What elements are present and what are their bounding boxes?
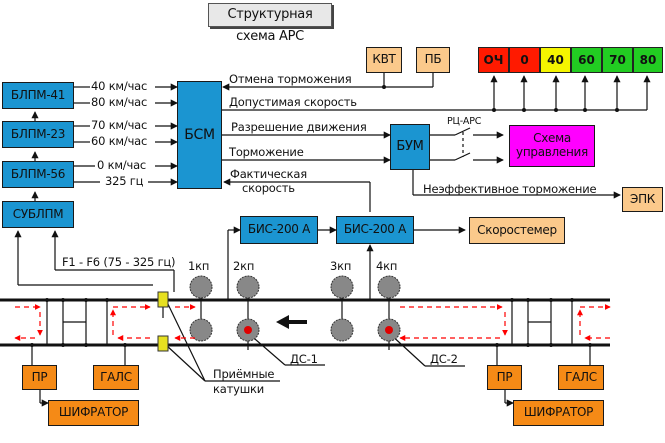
axle-3-label: 3кп [330,259,352,273]
axle-1-label: 1кп [188,259,210,273]
block-encoder-left[interactable]: ШИФРАТОР [48,400,139,426]
signal-allowed-speed: Допустимая скорость [229,95,357,109]
speed-indicator-40: 40 [540,47,571,73]
axle-2-label: 2кп [233,259,255,273]
block-pb[interactable]: ПБ [416,47,450,73]
speed-indicator-och: ОЧ [478,47,509,73]
block-epk[interactable]: ЭПК [622,187,663,212]
speed-sensor-ds1 [244,326,252,334]
block-kvt[interactable]: КВТ [366,47,402,73]
speed-indicator-80: 80 [633,47,663,73]
block-encoder-right[interactable]: ШИФРАТОР [513,400,604,426]
signal-0kmh: 0 км/час [97,158,147,172]
block-speedometer[interactable]: Скоростемер [469,217,565,244]
speed-indicator-70: 70 [602,47,633,73]
frequencies-label: F1 - F6 (75 - 325 гц) [62,255,176,269]
receiver-coils-label-2: катушки [213,382,265,396]
block-pr-left[interactable]: ПР [22,365,57,390]
signal-70kmh: 70 км/час [91,118,148,132]
speed-indicator-0: 0 [509,47,540,73]
ds1-label: ДС-1 [290,352,318,366]
ds2-label: ДС-2 [430,352,458,366]
block-bis-200a-1[interactable]: БИС-200 А [240,216,318,244]
signal-80kmh: 80 км/час [91,95,148,109]
receiver-coil-bottom [157,335,169,352]
block-blpm-41[interactable]: БЛПМ-41 [2,82,74,109]
block-gals-left[interactable]: ГАЛС [93,365,139,390]
block-bis-200a-2[interactable]: БИС-200 А [336,216,414,244]
block-sublpm[interactable]: СУБЛПМ [2,201,74,228]
signal-braking: Торможение [229,145,304,159]
block-blpm-56[interactable]: БЛПМ-56 [2,161,74,188]
block-control-circuit[interactable]: Схема управления [509,125,595,167]
wheel-1-top [189,275,213,299]
speed-sensor-ds2 [385,326,393,334]
wheel-2-top [236,275,260,299]
signal-cancel-braking: Отмена торможения [229,72,352,86]
block-gals-right[interactable]: ГАЛС [558,365,604,390]
receiver-coils-label-1: Приёмные [213,367,275,381]
signal-movement-permit: Разрешение движения [231,120,367,134]
block-pr-right[interactable]: ПР [487,365,522,390]
wheel-4-top [377,275,401,299]
signal-60kmh: 60 км/час [91,134,148,148]
wheel-1-bottom [189,318,213,342]
signal-actual-speed-2: скорость [242,181,295,195]
signal-40kmh: 40 км/час [91,79,148,93]
speed-indicator-60: 60 [571,47,602,73]
signal-actual-speed-1: Фактическая [230,167,307,181]
rc-ars-label: РЦ-АРС [447,116,482,127]
block-bsm[interactable]: БСМ [177,81,222,189]
diagram-title: Структурная схема АРС [208,3,332,44]
signal-325hz: 325 гц [105,174,144,188]
signal-ineffective-braking: Неэффективное торможение [423,182,597,196]
wheel-3-bottom [330,318,354,342]
receiver-coil-top [157,291,169,308]
axle-4-label: 4кп [376,259,398,273]
block-blpm-23[interactable]: БЛПМ-23 [2,121,74,148]
wheel-3-top [330,275,354,299]
block-bum[interactable]: БУМ [390,124,430,170]
